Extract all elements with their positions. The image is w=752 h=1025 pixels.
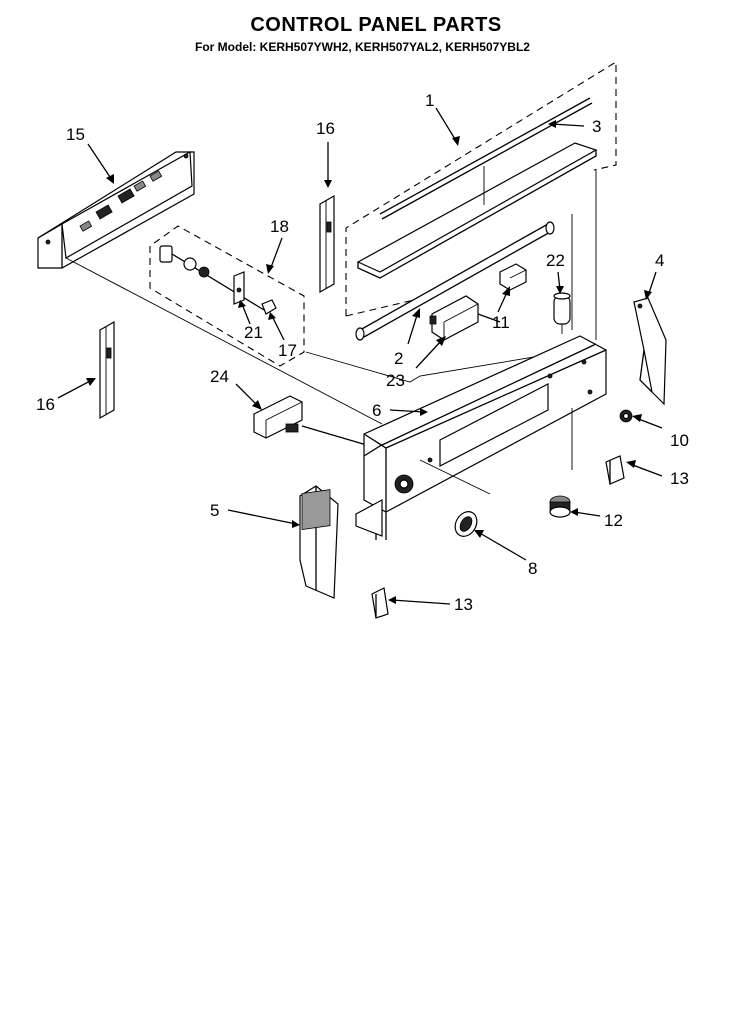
part-13-foot-left: [371, 587, 389, 619]
callout-8: 8: [528, 559, 537, 578]
callout-18: 18: [270, 217, 289, 236]
callout-3: 3: [592, 117, 601, 136]
part-6-console-panel: [355, 335, 607, 540]
part-16-side-trim-upper: [319, 194, 335, 294]
callout-10: 10: [670, 431, 689, 450]
callout-16-lower: 16: [36, 395, 55, 414]
part-16-side-trim-lower: [99, 320, 115, 420]
part-2-rod: [355, 221, 555, 341]
part-12-knob-assembly: [549, 495, 571, 518]
callout-17: 17: [278, 341, 297, 360]
part-4-end-cap: [633, 297, 667, 406]
callout-15: 15: [66, 125, 85, 144]
part-11-connector: [499, 263, 527, 291]
callout-1: 1: [425, 91, 434, 110]
callout-24: 24: [210, 367, 229, 386]
part-18-bolt-assembly: [159, 245, 265, 311]
part-15-control-board: [37, 151, 195, 269]
callout-16-upper: 16: [316, 119, 335, 138]
part-1-trim: [356, 142, 598, 279]
callout-2: 2: [394, 349, 403, 368]
page-title: CONTROL PANEL PARTS: [250, 14, 502, 36]
part-21-bracket: [233, 271, 245, 305]
part-8-knob: [454, 511, 478, 537]
callout-4: 4: [655, 251, 664, 270]
callout-23: 23: [386, 371, 405, 390]
callout-21: 21: [244, 323, 263, 342]
part-22-capacitor: [553, 292, 571, 334]
callout-leaders: [57, 107, 663, 605]
part-13-foot-right: [605, 455, 625, 485]
callout-13-right: 13: [670, 469, 689, 488]
callout-5: 5: [210, 501, 219, 520]
callout-13-bottom: 13: [454, 595, 473, 614]
dashed-group-left: [149, 225, 305, 367]
callout-12: 12: [604, 511, 623, 530]
callout-22: 22: [546, 251, 565, 270]
dashed-group-top-right: [345, 61, 617, 317]
callout-11: 11: [492, 313, 510, 332]
part-5-side-panel: [299, 485, 339, 599]
model-subtitle: For Model: KERH507YWH2, KERH507YAL2, KER…: [195, 40, 530, 54]
part-10-nut: [619, 409, 633, 423]
part-17-clip: [261, 299, 277, 315]
callout-labels: 1 2 3 4 5 6 8 10 11 12 13 13 15 16 16 17…: [36, 91, 689, 614]
callout-6: 6: [372, 401, 381, 420]
part-24-switch: [253, 395, 371, 447]
part-23-switch: [429, 295, 501, 341]
part-3-trim-strip: [379, 97, 593, 220]
alignment-lines: [419, 170, 597, 495]
